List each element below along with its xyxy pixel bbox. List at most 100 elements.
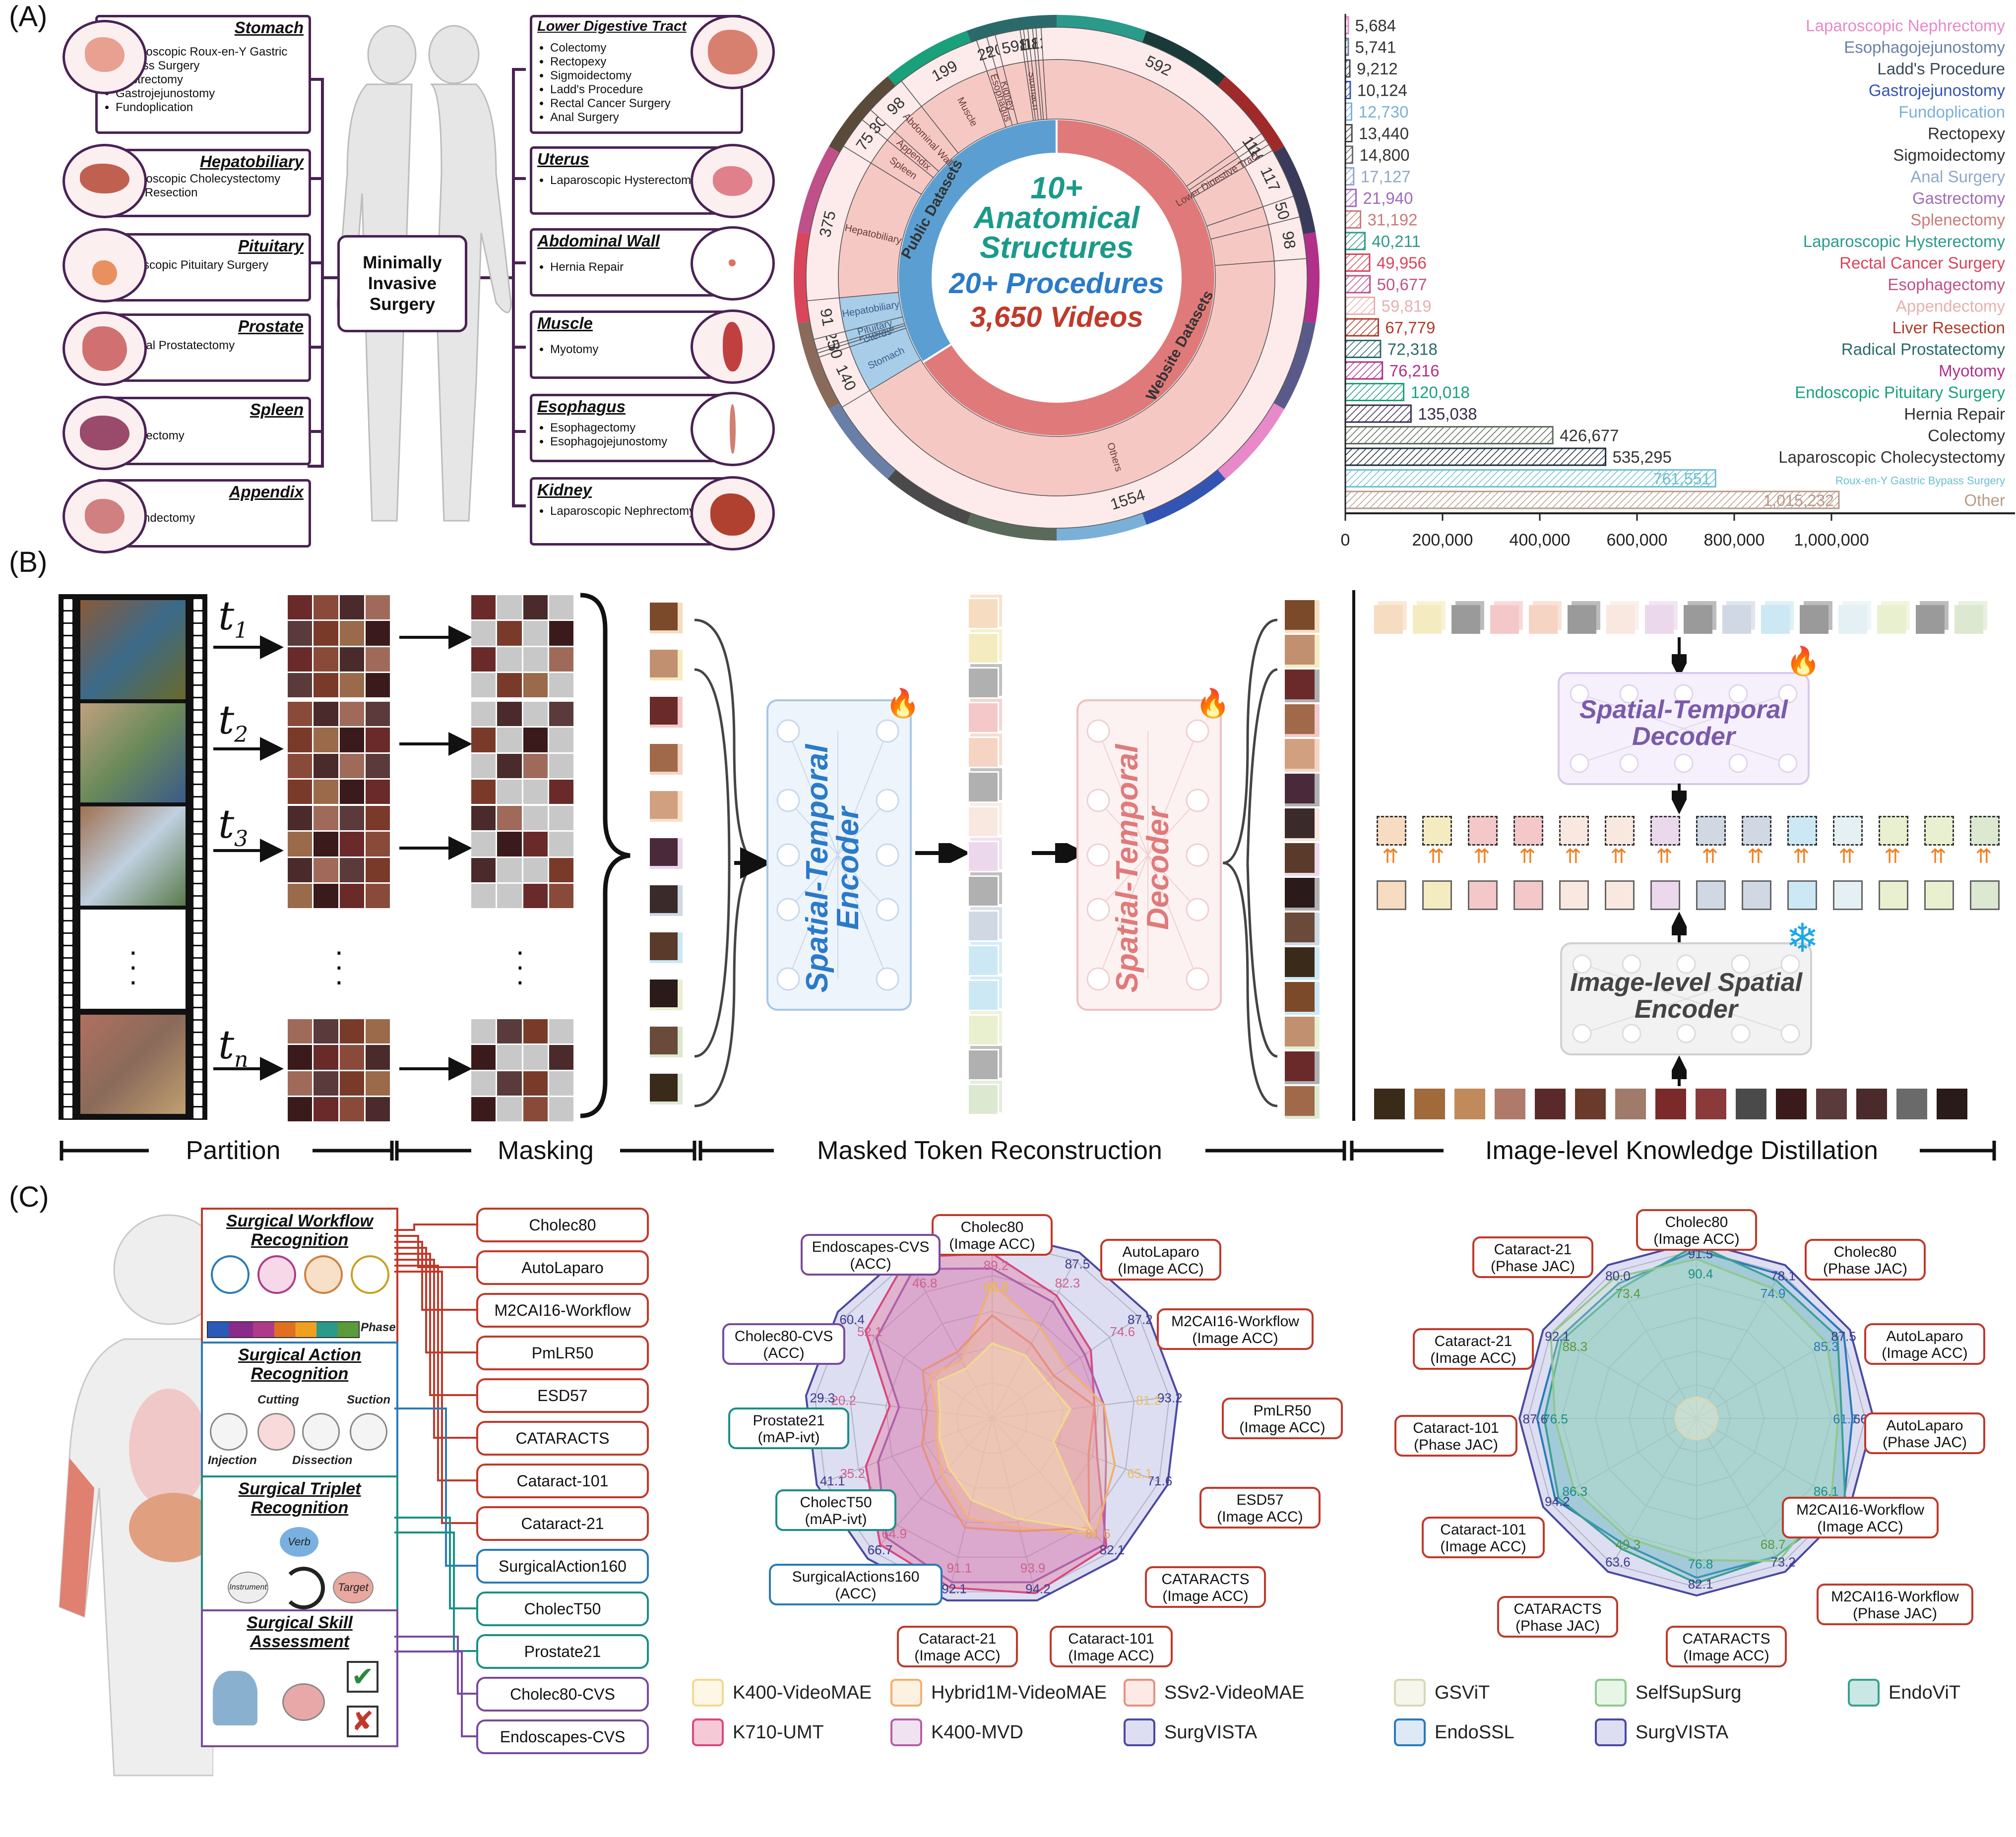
svg-text:(Image ACC): (Image ACC) [949, 1236, 1035, 1252]
video-patch [497, 621, 522, 646]
masked-patch [497, 1097, 522, 1121]
organ-title: Kidney [537, 481, 592, 499]
film-hole [193, 971, 202, 982]
masked-patch [549, 1019, 573, 1044]
reconstructed-token [1285, 704, 1320, 737]
video-patch [339, 1071, 364, 1096]
token-cube [1722, 605, 1751, 634]
token-cube [1645, 605, 1674, 634]
film-hole [193, 760, 202, 771]
film-hole [63, 1008, 72, 1019]
film-hole [193, 698, 202, 709]
token-cube [1413, 605, 1442, 634]
radar-axis-line [1612, 1418, 1697, 1565]
task-title: Surgical Triplet Recognition [238, 1479, 361, 1517]
video-patch [288, 1071, 313, 1096]
token-cube [1800, 605, 1828, 634]
bar-category-label: Radical Prostatectomy [1841, 340, 2006, 359]
bar [1344, 447, 1607, 466]
x-tick-label: 400,000 [1510, 531, 1571, 550]
bar-category-label: Rectal Cancer Surgery [1839, 254, 2005, 272]
distill-arrows-icon: ⇈ [1656, 846, 1673, 867]
token-cube [1761, 605, 1790, 634]
phase-partition: Partition [186, 1136, 281, 1165]
bar-category-label: Laparoscopic Nephrectomy [1806, 16, 2005, 35]
encoded-token [967, 1084, 999, 1115]
masked-patch [523, 857, 548, 882]
token-cube [1568, 605, 1596, 634]
legend-item: GSViT [1394, 1679, 1490, 1707]
radar-value-label: 87.5 [1831, 1329, 1856, 1344]
decoder-network-diagram [1086, 719, 1209, 991]
dataset-pill: Cataract-21 [476, 1506, 649, 1541]
svg-text:SurgicalActions160: SurgicalActions160 [792, 1569, 920, 1585]
svg-text:(mAP-ivt): (mAP-ivt) [805, 1511, 867, 1528]
sunburst-outer-ring-segment [798, 146, 840, 235]
video-patch [471, 779, 496, 804]
radar-axis-line [992, 1418, 1036, 1592]
sunburst-outer-ring-segment [829, 76, 896, 153]
radar-axis-line [992, 1396, 1170, 1419]
predicted-feature [1559, 816, 1589, 846]
radar-grid-ring [956, 1382, 1028, 1454]
predicted-feature [1377, 816, 1406, 846]
panel-a-label: (A) [9, 0, 48, 33]
video-patch [471, 595, 496, 620]
arrow-up [1672, 912, 1687, 942]
video-patch [549, 857, 573, 882]
film-hole [63, 847, 72, 858]
legend-item: SelfSupSurg [1595, 1679, 1741, 1707]
film-hole [193, 934, 202, 945]
dataset-pill: CATARACTS [476, 1421, 649, 1456]
masked-patch [471, 753, 496, 778]
dataset-pill: Cholec80 [476, 1208, 649, 1242]
visible-token [650, 603, 683, 633]
bar-value-label: 72,318 [1387, 340, 1438, 359]
svg-text:Cataract-101: Cataract-101 [1440, 1522, 1526, 1538]
dataset-pill: Endoscapes-CVS [476, 1719, 649, 1754]
token-merge-lines [694, 618, 769, 1107]
spatial-temporal-encoder: Spatial-Temporal Encoder [766, 699, 912, 1011]
radar-axis-label: M2CAI16-Workflow(Image ACC) [1157, 1308, 1314, 1350]
action-cutting: Cutting [257, 1393, 299, 1407]
svg-text:Cholec80: Cholec80 [1665, 1214, 1728, 1230]
video-patch [314, 728, 338, 752]
radar-axis-line [992, 1260, 1076, 1419]
bar [1344, 383, 1405, 401]
fire-icon: 🔥 [885, 687, 920, 719]
film-hole [193, 636, 202, 647]
svg-text:(Phase JAC): (Phase JAC) [1823, 1261, 1907, 1277]
partition-grid [288, 806, 390, 908]
image-level-spatial-encoder: Image-level Spatial Encoder [1560, 942, 1812, 1055]
film-hole [193, 785, 202, 796]
esophagus-icon [691, 392, 775, 466]
dataset-connector [394, 1235, 476, 1268]
video-patch [339, 702, 364, 727]
action-dissection: Dissection [292, 1454, 353, 1467]
teacher-feature [1513, 880, 1543, 910]
pituitary-icon [63, 228, 147, 303]
video-patch [339, 779, 364, 804]
organ-title: Appendix [229, 483, 304, 501]
bar-category-label: Endoscopic Pituitary Surgery [1795, 383, 2005, 402]
video-patch [288, 702, 313, 727]
svg-text:(Image ACC): (Image ACC) [1882, 1345, 1967, 1361]
radar-axis-label: CATARACTS(Image ACC) [1145, 1566, 1266, 1608]
vessel-icon [351, 1255, 389, 1294]
token-cube [1529, 605, 1558, 634]
svg-text:Cholec80-CVS: Cholec80-CVS [735, 1328, 833, 1345]
distill-arrows-icon: ⇈ [1565, 846, 1581, 867]
organ-title: Muscle [537, 314, 593, 332]
svg-text:AutoLaparo: AutoLaparo [1886, 1417, 1963, 1434]
sunburst-outer-ring-segment [829, 403, 896, 480]
masked-patch [471, 1071, 496, 1096]
bar-value-label: 49,956 [1377, 254, 1427, 272]
reconstructed-token [1285, 1086, 1320, 1119]
radar-value-label: 89.2 [984, 1258, 1009, 1273]
procedure-item: Esophagojejunostomy [550, 435, 667, 449]
masked-patch [523, 647, 548, 672]
radar-axis-label: Cholec80(Image ACC) [1636, 1209, 1757, 1251]
fire-icon: 🔥 [1196, 687, 1230, 719]
bar [1344, 490, 1840, 509]
film-hole [193, 822, 202, 833]
